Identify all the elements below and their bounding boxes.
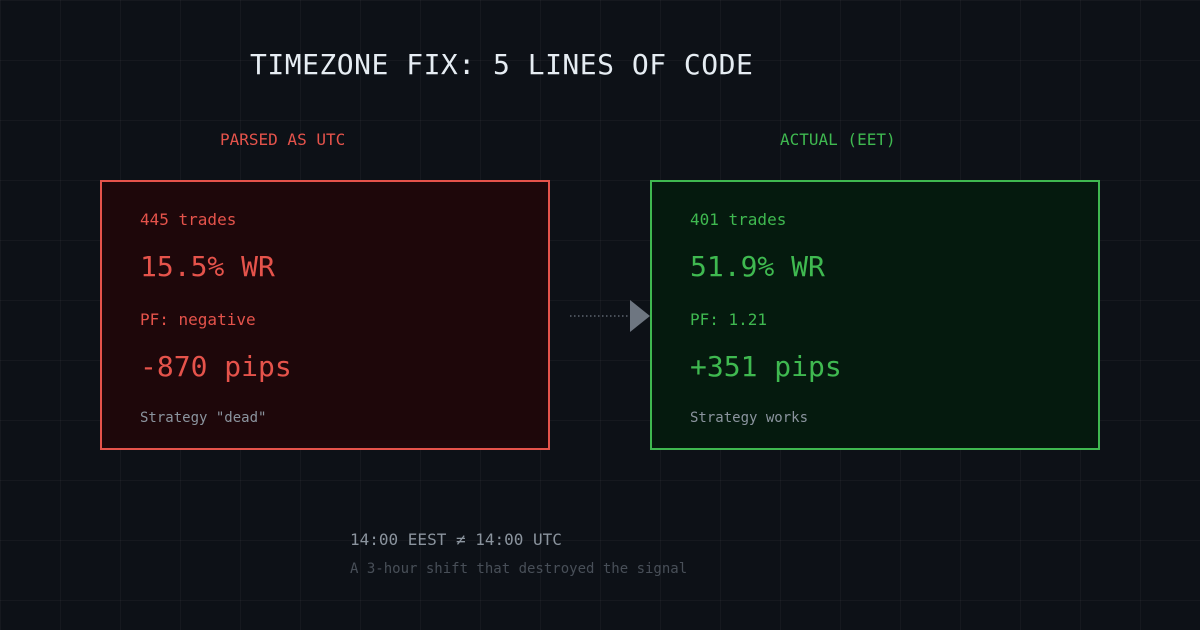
timezone-equation: 14:00 EEST ≠ 14:00 UTC	[350, 530, 562, 549]
utc-trade-count: 445 trades	[140, 210, 237, 229]
utc-result-card: 445 trades 15.5% WR PF: negative -870 pi…	[100, 180, 550, 450]
utc-win-rate: 15.5% WR	[140, 250, 275, 283]
eet-result-card: 401 trades 51.9% WR PF: 1.21 +351 pips S…	[650, 180, 1100, 450]
footer-subtitle: A 3-hour shift that destroyed the signal	[350, 561, 688, 577]
utc-pips: -870 pips	[140, 350, 292, 383]
right-column-label: ACTUAL (EET)	[780, 130, 896, 149]
eet-win-rate: 51.9% WR	[690, 250, 825, 283]
arrow-right-icon-svg	[570, 300, 650, 332]
utc-verdict: Strategy "dead"	[140, 410, 267, 426]
eet-verdict: Strategy works	[690, 410, 809, 426]
eet-trade-count: 401 trades	[690, 210, 787, 229]
left-column-label: PARSED AS UTC	[220, 130, 346, 149]
arrow-right-icon	[568, 298, 652, 338]
eet-profit-factor: PF: 1.21	[690, 310, 768, 329]
page-title: TIMEZONE FIX: 5 LINES OF CODE	[250, 48, 754, 81]
utc-profit-factor: PF: negative	[140, 310, 256, 329]
eet-pips: +351 pips	[690, 350, 842, 383]
